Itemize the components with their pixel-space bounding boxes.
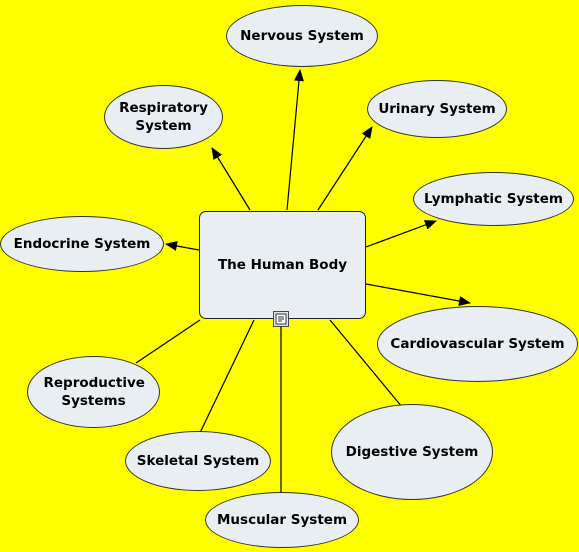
node-label: Respiratory System <box>119 100 208 134</box>
node-label: Urinary System <box>378 101 496 117</box>
link-respiratory <box>211 147 251 211</box>
node-lymphatic-system[interactable]: Lymphatic System <box>413 172 574 226</box>
node-label: Digestive System <box>345 444 479 460</box>
node-label: Endocrine System <box>13 236 151 252</box>
node-label: Cardiovascular System <box>390 336 565 352</box>
node-label: Skeletal System <box>136 453 260 469</box>
link-urinary <box>317 126 373 211</box>
node-label: Muscular System <box>216 512 348 528</box>
node-digestive-system[interactable]: Digestive System <box>331 404 493 500</box>
node-urinary-system[interactable]: Urinary System <box>367 80 507 138</box>
link-digestive <box>329 319 413 420</box>
document-icon[interactable] <box>273 311 289 327</box>
node-cardiovascular-system[interactable]: Cardiovascular System <box>377 306 578 382</box>
node-label: Nervous System <box>240 28 364 44</box>
link-lymphatic <box>365 220 437 248</box>
center-node[interactable]: The Human Body <box>199 211 366 319</box>
node-reproductive-systems[interactable]: Reproductive Systems <box>27 356 160 428</box>
link-endocrine <box>165 241 200 251</box>
node-skeletal-system[interactable]: Skeletal System <box>125 431 271 491</box>
node-nervous-system[interactable]: Nervous System <box>226 5 378 67</box>
link-cardiovascular <box>365 283 471 306</box>
node-respiratory-system[interactable]: Respiratory System <box>104 85 223 149</box>
node-label: Lymphatic System <box>424 191 563 207</box>
link-nervous <box>286 69 304 211</box>
node-label: Reproductive Systems <box>43 375 145 409</box>
node-muscular-system[interactable]: Muscular System <box>205 492 359 548</box>
center-node-label: The Human Body <box>217 257 348 273</box>
node-endocrine-system[interactable]: Endocrine System <box>0 216 164 272</box>
link-reproductive <box>135 319 201 364</box>
link-skeletal <box>197 319 255 438</box>
